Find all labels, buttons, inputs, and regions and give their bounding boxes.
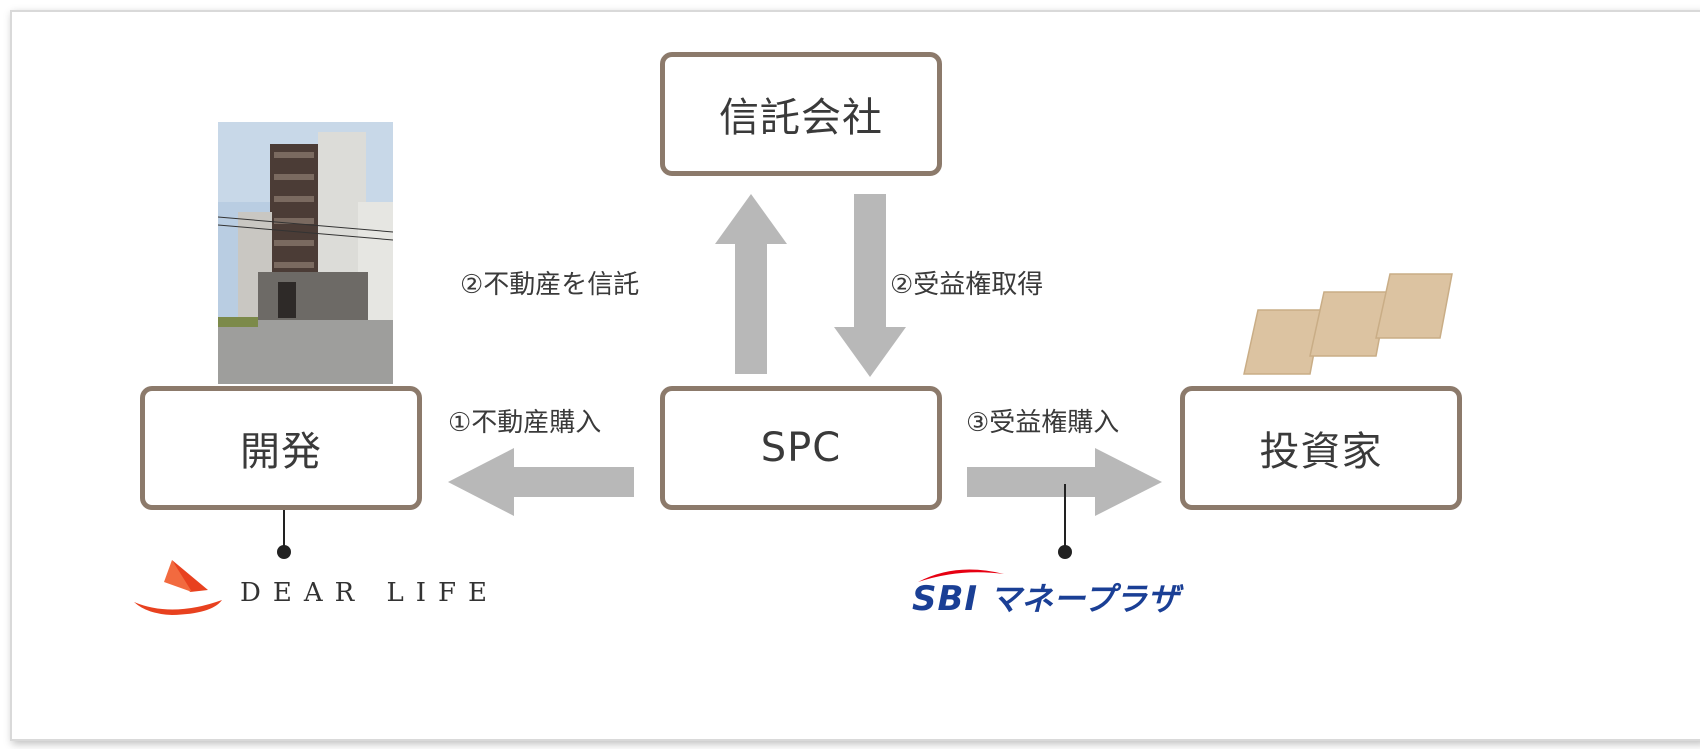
dear-life-logo-text: DEAR LIFE (240, 578, 499, 608)
arrow-right-purchase-beneficial (967, 448, 1162, 516)
node-spc: SPC (660, 386, 942, 510)
sbi-money-plaza-logo: SBI マネープラザ (912, 569, 1180, 620)
dear-life-logo-icon (134, 560, 222, 615)
building-photo-icon (218, 122, 393, 384)
node-investor-label: 投資家 (1259, 429, 1383, 475)
connector-arrow-sbi (1058, 484, 1072, 559)
diagram-frame: 信託会社 開発 SPC 投資家 ②不動産を信託 ②受益権取得 ①不動産購入 ③受… (10, 10, 1700, 741)
edge-label-entrust: ②不動産を信託 (460, 270, 640, 300)
node-developer-label: 開発 (240, 429, 322, 475)
certificate-stack-icon (1243, 273, 1453, 375)
edge-label-purchase-property: ①不動産購入 (448, 408, 602, 438)
sbi-logo-name: マネープラザ (989, 580, 1180, 618)
arrow-left-purchase-property (448, 448, 634, 516)
node-developer: 開発 (140, 386, 422, 510)
node-investor: 投資家 (1180, 386, 1462, 510)
connectors (134, 194, 1453, 615)
connector-developer-dearlife (277, 506, 291, 559)
node-spc-label: SPC (760, 425, 842, 471)
node-trust-company: 信託会社 (660, 52, 942, 176)
sbi-swoosh-icon (918, 569, 1004, 582)
edge-label-acquire-beneficial: ②受益権取得 (890, 270, 1044, 300)
node-trust-company-label: 信託会社 (719, 95, 883, 141)
sbi-logo-mark: SBI (912, 579, 979, 619)
arrow-down-acquire (834, 194, 906, 377)
arrow-up-entrust (715, 194, 787, 374)
edge-label-purchase-beneficial: ③受益権購入 (966, 408, 1120, 438)
